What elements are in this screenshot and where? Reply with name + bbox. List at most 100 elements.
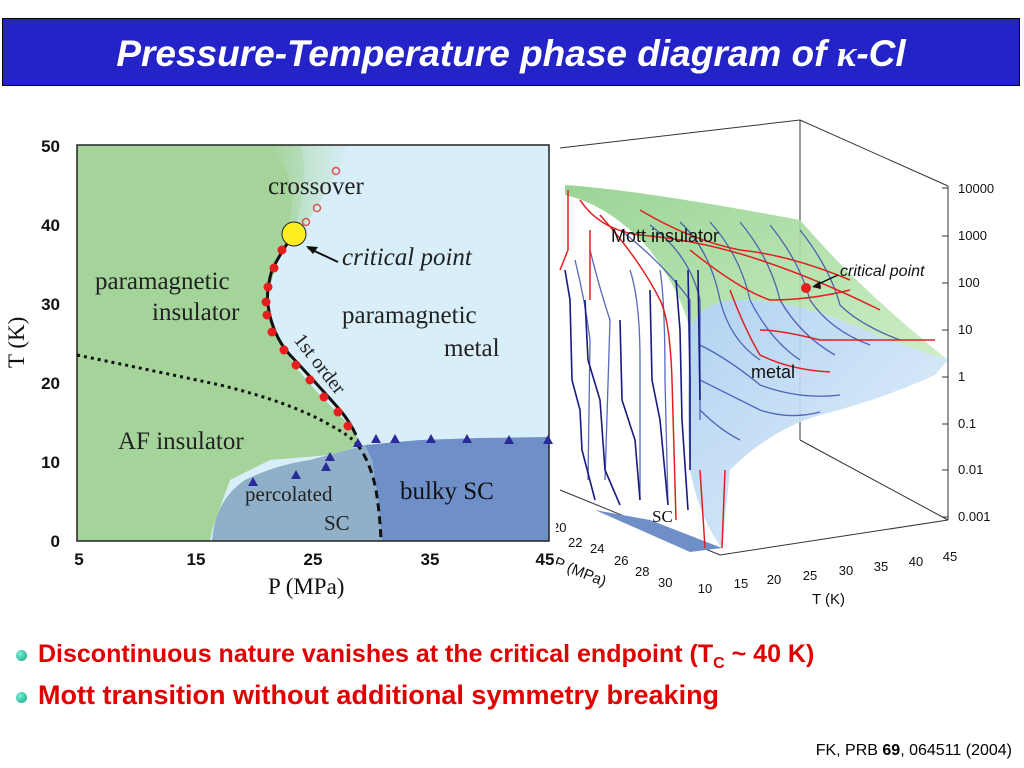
title-main: Pressure-Temperature phase diagram of xyxy=(116,33,837,74)
z-tick: 0.1 xyxy=(958,416,976,431)
p-tick: 28 xyxy=(635,564,649,579)
dark-curves xyxy=(564,269,701,511)
data-point xyxy=(261,297,271,307)
triangle-marker xyxy=(291,470,301,479)
bulky-sc-region xyxy=(365,437,549,541)
data-point xyxy=(269,263,279,273)
box-frame xyxy=(559,119,949,556)
bullet-2-text: Mott transition without additional symme… xyxy=(38,680,720,710)
y-tick: 20 xyxy=(41,374,60,393)
t-tick: 40 xyxy=(909,554,923,569)
y-tick: 10 xyxy=(41,453,60,472)
open-point xyxy=(301,217,311,227)
sc-base xyxy=(595,510,722,552)
critical-point-3d-label: critical point xyxy=(840,263,925,280)
triangle-marker xyxy=(504,435,514,444)
crossover-points xyxy=(301,166,341,227)
critical-point-label: critical point xyxy=(342,244,473,271)
t-tick: 20 xyxy=(767,572,781,587)
data-point xyxy=(305,375,315,385)
x-tick: 45 xyxy=(536,550,555,569)
bullet-item: Mott transition without additional symme… xyxy=(16,680,1016,722)
ref-prefix: FK, PRB xyxy=(815,742,883,759)
pm-insulator-label-2: insulator xyxy=(152,299,240,326)
t-tick: 10 xyxy=(698,581,712,596)
z-tick: 1000 xyxy=(958,228,987,243)
ref-suffix: , 064511 (2004) xyxy=(900,742,1012,759)
data-point xyxy=(291,360,301,370)
data-point xyxy=(277,245,287,255)
data-point xyxy=(279,345,289,355)
sc-3d-label: SC xyxy=(652,507,673,526)
bullet-list: Discontinuous nature vanishes at the cri… xyxy=(16,638,1016,722)
triangle-marker xyxy=(353,438,363,447)
triangle-marker xyxy=(371,434,381,443)
red-lines xyxy=(559,190,935,549)
z-tick: 10000 xyxy=(958,181,994,196)
plot-frame xyxy=(76,144,550,542)
percolated-label-1: percolated xyxy=(245,482,333,506)
bullet-text: Discontinuous nature vanishes at the cri… xyxy=(38,640,815,672)
crossover-fade xyxy=(270,145,350,232)
z-tick: 100 xyxy=(958,275,980,290)
data-point xyxy=(262,310,272,320)
y-axis-label: T (K) xyxy=(4,317,29,368)
bullet-1-subscript: C xyxy=(713,655,725,672)
slide-title: Pressure-Temperature phase diagram of κ-… xyxy=(3,33,1019,76)
mott-insulator-label: Mott insulator xyxy=(611,226,719,246)
t-tick: 25 xyxy=(803,568,817,583)
p-tick: 24 xyxy=(590,541,604,556)
af-insulator-label: AF insulator xyxy=(118,428,244,455)
p-tick: 22 xyxy=(568,535,582,550)
t-tick: 15 xyxy=(734,576,748,591)
z-tick: 10 xyxy=(958,322,972,337)
z-tick: 1 xyxy=(958,369,965,384)
x-tick: 15 xyxy=(187,550,206,569)
critical-point-marker xyxy=(281,221,307,247)
reference: FK, PRB 69, 064511 (2004) xyxy=(816,742,1012,760)
data-point xyxy=(319,392,329,402)
metal-surface xyxy=(688,300,948,548)
title-bar: Pressure-Temperature phase diagram of κ-… xyxy=(2,18,1020,86)
pm-metal-label-1: paramagnetic xyxy=(342,302,477,329)
triangle-marker xyxy=(543,435,553,444)
title-suffix: -Cl xyxy=(856,33,906,74)
mott-insulator-surface xyxy=(565,185,948,360)
z-tick: 0.001 xyxy=(958,509,991,524)
metal-3d-label: metal xyxy=(751,362,795,382)
z-axis-ticks-lines xyxy=(942,187,948,518)
title-kappa: κ xyxy=(836,34,857,75)
insulator-region xyxy=(77,145,362,541)
open-point xyxy=(312,203,322,213)
bullet-1-tail: ~ 40 K) xyxy=(724,640,815,668)
x-axis-label: P (MPa) xyxy=(268,574,344,599)
x-tick: 35 xyxy=(421,550,440,569)
sc-triangles xyxy=(248,434,553,486)
critical-point-3d xyxy=(801,283,811,293)
crossover-label: crossover xyxy=(268,173,364,200)
y-ticks: 50 40 30 20 10 0 xyxy=(41,137,60,551)
right-3d-diagram: Mott insulator metal SC critical point 1… xyxy=(556,119,994,608)
af-boundary xyxy=(76,353,358,445)
open-point xyxy=(331,166,341,176)
t-tick: 30 xyxy=(839,563,853,578)
left-phase-diagram: crossover critical point paramagnetic in… xyxy=(4,137,555,599)
triangle-marker xyxy=(325,452,335,461)
z-tick: 0.01 xyxy=(958,462,983,477)
z-ticks: 10000 1000 100 10 1 0.1 0.01 0.001 xyxy=(958,181,994,524)
p-tick: 20 xyxy=(556,520,566,535)
percolated-label-2: SC xyxy=(324,511,350,535)
p-tick: 30 xyxy=(658,575,672,590)
x-tick: 25 xyxy=(304,550,323,569)
percolated-sc-region xyxy=(212,445,382,541)
bullet-1-text: Discontinuous nature vanishes at the cri… xyxy=(38,640,714,668)
bullet-item: Discontinuous nature vanishes at the cri… xyxy=(16,638,1016,680)
pm-insulator-label-1: paramagnetic xyxy=(95,268,230,295)
ref-volume: 69 xyxy=(882,742,901,759)
y-tick: 40 xyxy=(41,216,60,235)
arrow-head xyxy=(306,246,318,254)
first-order-points xyxy=(261,245,353,431)
triangle-marker xyxy=(390,434,400,443)
data-point xyxy=(267,327,277,337)
t-ticks: 10 15 20 25 30 35 40 45 xyxy=(698,549,957,596)
